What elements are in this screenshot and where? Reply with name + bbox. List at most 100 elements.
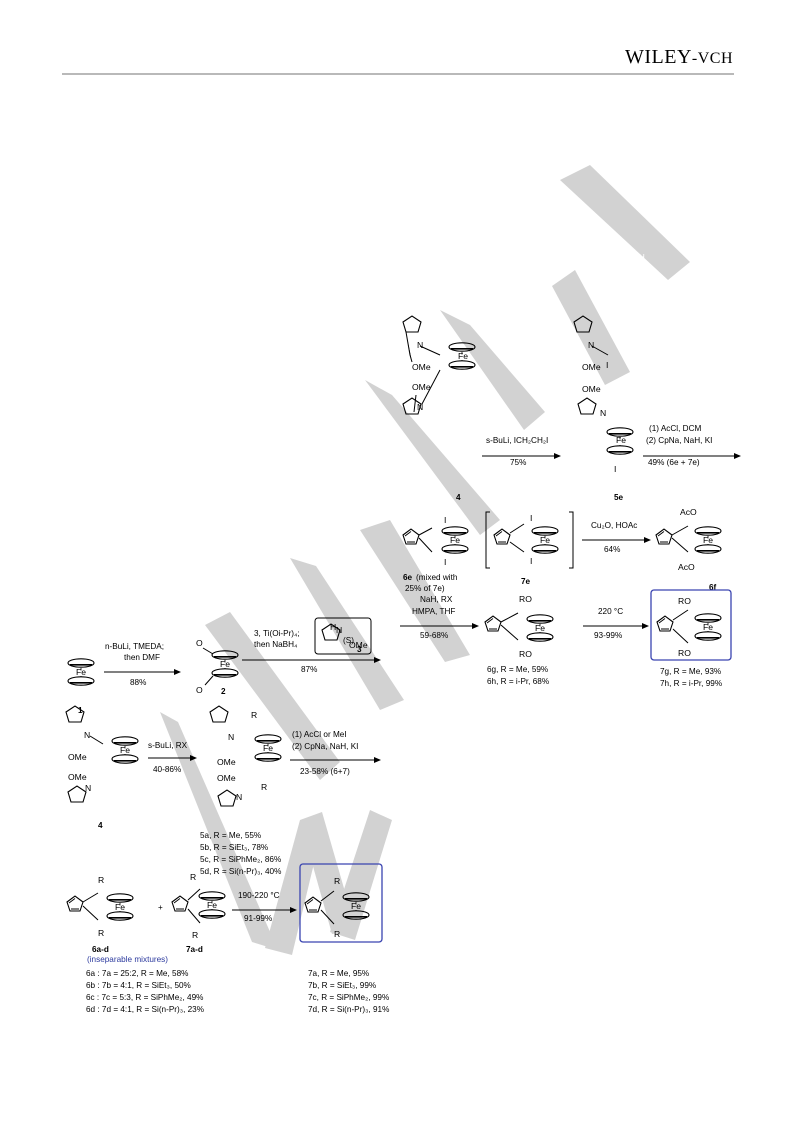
svg-text:220 °C: 220 °C: [598, 607, 623, 616]
svg-text:R: R: [334, 876, 340, 886]
publisher-logo: WILEY-VCH: [624, 46, 733, 68]
arrow-5e-to-6e: (1) AcCl, DCM (2) CpNa, NaH, KI 49% (6e …: [643, 424, 741, 467]
svg-text:88%: 88%: [130, 678, 146, 687]
svg-text:OMe: OMe: [412, 382, 431, 392]
svg-text:N: N: [228, 732, 234, 742]
svg-text:7a, R = Me, 95%: 7a, R = Me, 95%: [308, 969, 369, 978]
svg-text:Fe: Fe: [540, 535, 550, 545]
svg-text:Fe: Fe: [263, 743, 273, 753]
compound-6gh: Fe RO RO 6g, R = Me, 59% 6h, R = i-Pr, 6…: [484, 594, 554, 686]
svg-text:AcO: AcO: [680, 507, 697, 517]
svg-text:N: N: [417, 340, 423, 350]
svg-text:190-220 °C: 190-220 °C: [238, 891, 280, 900]
svg-text:RO: RO: [519, 649, 532, 659]
svg-text:Fe: Fe: [458, 351, 468, 361]
reagent-3-box: H N (S) OMe 3: [314, 617, 372, 655]
svg-text:Fe: Fe: [120, 745, 130, 755]
svg-text:OMe: OMe: [217, 773, 236, 783]
label-7h: 7h, R = i-Pr, 99%: [660, 679, 722, 688]
svg-text:then DMF: then DMF: [124, 653, 160, 662]
compound-6a-d: Fe R R 6a-d: [66, 875, 134, 954]
bracket-7e: Fe I I 7e: [485, 511, 574, 586]
arrow-to-6gh: NaH, RX HMPA, THF 59-68%: [400, 595, 479, 640]
svg-text:I: I: [530, 556, 532, 566]
svg-text:I: I: [614, 464, 616, 474]
svg-text:(2) CpNa, NaH, KI: (2) CpNa, NaH, KI: [292, 742, 358, 751]
svg-text:93-99%: 93-99%: [594, 631, 622, 640]
svg-text:RO: RO: [678, 648, 691, 658]
svg-text:3, Ti(Oi-Pr)₄;: 3, Ti(Oi-Pr)₄;: [254, 629, 300, 638]
highlight-box-7a-d: Fe R R: [299, 863, 383, 943]
svg-text:(S): (S): [343, 636, 354, 645]
svg-text:OMe: OMe: [349, 640, 368, 650]
svg-text:75%: 75%: [510, 458, 526, 467]
svg-text:6b : 7b = 4:1, R = SiEt₃, 50%: 6b : 7b = 4:1, R = SiEt₃, 50%: [86, 981, 191, 990]
compound-4-top: N Fe OMe OMe N 4: [402, 315, 476, 502]
svg-text:Fe: Fe: [115, 902, 125, 912]
svg-text:OMe: OMe: [68, 752, 87, 762]
label-5a: 5a, R = Me, 55%: [200, 831, 261, 840]
plus-sign: +: [158, 903, 163, 912]
svg-text:R: R: [251, 710, 257, 720]
arrow-4-to-5: s-BuLi, RX 40-86%: [148, 741, 197, 774]
svg-text:Fe: Fe: [535, 623, 545, 633]
svg-text:Fe: Fe: [76, 667, 86, 677]
svg-text:R: R: [190, 872, 196, 882]
svg-text:49% (6e + 7e): 49% (6e + 7e): [648, 458, 700, 467]
label-7e: 7e: [521, 577, 531, 586]
watermark: WILEY-VCH: [160, 165, 690, 955]
label-6h: 6h, R = i-Pr, 68%: [487, 677, 549, 686]
svg-text:23-58% (6+7): 23-58% (6+7): [300, 767, 350, 776]
svg-text:N: N: [417, 402, 423, 412]
watermark-text: WILEY-VCH: [600, 253, 645, 262]
label-6a-d: 6a-d: [92, 945, 109, 954]
label-4-lower: 4: [98, 821, 103, 830]
svg-text:N: N: [84, 730, 90, 740]
svg-text:OMe: OMe: [582, 384, 601, 394]
svg-text:s-BuLi, ICH₂CH₂I: s-BuLi, ICH₂CH₂I: [486, 436, 548, 445]
label-1: 1: [78, 706, 83, 715]
svg-text:NaH, RX: NaH, RX: [420, 595, 453, 604]
svg-text:N: N: [85, 783, 91, 793]
product-7a-d-list: 7a, R = Me, 95% 7b, R = SiEt₃, 99% 7c, R…: [308, 969, 389, 1014]
compound-4-lower: N Fe OMe OMe N 4: [65, 705, 139, 830]
compound-5a-d: N R Fe OMe OMe N R 5a, R = Me, 55% 5b, R…: [200, 705, 282, 876]
svg-text:(mixed with: (mixed with: [416, 573, 458, 582]
ratio-list: 6a : 7a = 25:2, R = Me, 58% 6b : 7b = 4:…: [86, 969, 204, 1014]
svg-text:N: N: [336, 625, 342, 635]
compound-6f: Fe AcO AcO 6f: [655, 507, 722, 592]
label-7a-d-mixture: 7a-d: [186, 945, 203, 954]
label-5c: 5c, R = SiPhMe₂, 86%: [200, 855, 281, 864]
svg-text:Fe: Fe: [207, 900, 217, 910]
svg-text:Fe: Fe: [450, 535, 460, 545]
svg-text:OMe: OMe: [68, 772, 87, 782]
svg-text:64%: 64%: [604, 545, 620, 554]
svg-text:then NaBH₄: then NaBH₄: [254, 640, 298, 649]
svg-text:R: R: [334, 929, 340, 939]
label-2: 2: [221, 687, 226, 696]
svg-text:25% of 7e): 25% of 7e): [405, 584, 445, 593]
svg-text:I: I: [606, 360, 608, 370]
arrow-5-to-mixture: (1) AcCl or MeI (2) CpNa, NaH, KI 23-58%…: [290, 730, 381, 776]
svg-text:AcO: AcO: [678, 562, 695, 572]
svg-text:s-BuLi, RX: s-BuLi, RX: [148, 741, 188, 750]
label-4-top: 4: [456, 493, 461, 502]
label-6f: 6f: [709, 583, 717, 592]
header-rule: [62, 73, 734, 75]
svg-text:Fe: Fe: [703, 535, 713, 545]
arrow-7e-to-6f: Cu₂O, HOAc 64%: [582, 521, 651, 554]
svg-text:(1) AcCl or MeI: (1) AcCl or MeI: [292, 730, 347, 739]
svg-text:6d : 7d = 4:1, R = Si(n-Pr)₃,: 6d : 7d = 4:1, R = Si(n-Pr)₃, 23%: [86, 1005, 204, 1014]
compound-1: Fe 1: [67, 657, 95, 715]
svg-text:N: N: [236, 792, 242, 802]
svg-text:87%: 87%: [301, 665, 317, 674]
label-7g: 7g, R = Me, 93%: [660, 667, 721, 676]
svg-text:I: I: [530, 513, 532, 523]
svg-text:O: O: [196, 638, 203, 648]
label-3: 3: [357, 645, 362, 654]
label-6e: 6e: [403, 573, 413, 582]
label-6g: 6g, R = Me, 59%: [487, 665, 548, 674]
label-5d: 5d, R = Si(n-Pr)₃, 40%: [200, 867, 281, 876]
compound-5e: N I Fe OMe OMe N I 5e: [573, 315, 634, 502]
